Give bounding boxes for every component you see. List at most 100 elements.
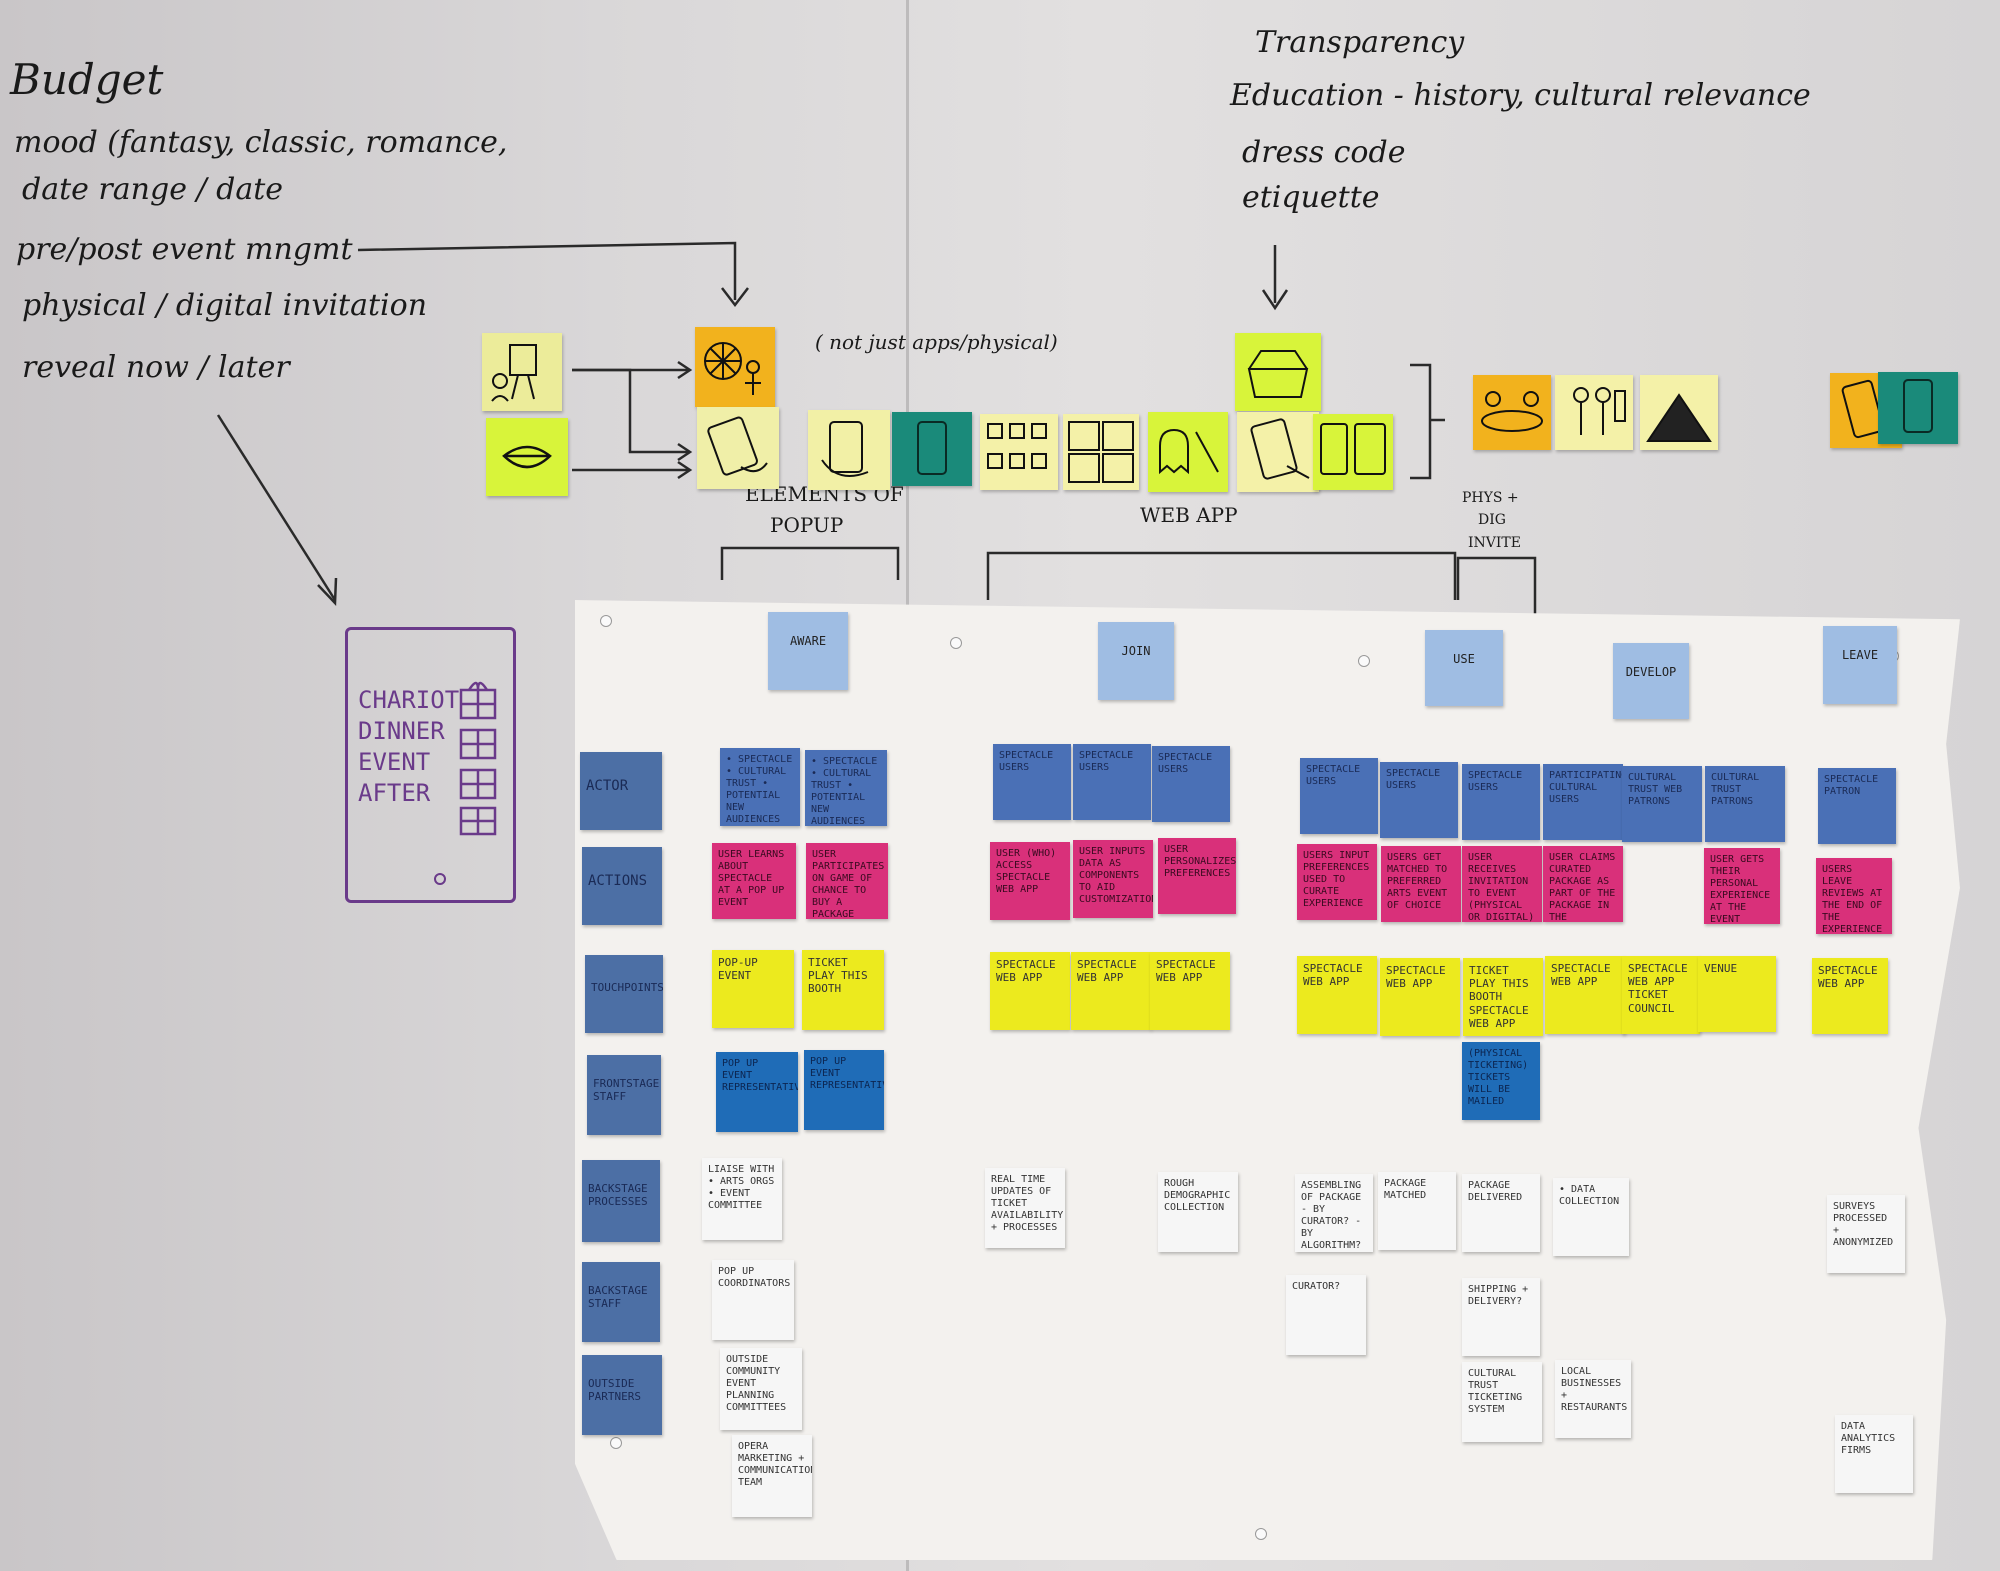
sketch-note-couple	[1555, 375, 1633, 450]
actor-note: CULTURAL TRUST PATRONS	[1705, 766, 1785, 842]
sketch-note-phones-pair	[1313, 414, 1393, 490]
touchpoint-note: SPECTACLE WEB APP	[1150, 952, 1230, 1030]
note-etiquette: etiquette	[1242, 180, 1380, 215]
frontstage-note: POP UP EVENT REPRESENTATIVE	[716, 1052, 798, 1132]
row-label-touchpoints: TOUCHPOINTS	[585, 955, 663, 1033]
push-pin	[1358, 655, 1370, 667]
phase-join: JOIN	[1098, 622, 1174, 700]
note-invitation: physical / digital invitation	[22, 288, 428, 323]
outside-partner-note: OPERA MARKETING + COMMUNICATION TEAM	[732, 1435, 812, 1517]
label-dig: DIG	[1478, 512, 1506, 528]
phase-develop: DEVELOP	[1613, 643, 1689, 719]
touchpoint-note: SPECTACLE WEB APP	[1071, 952, 1151, 1030]
phase-aware: AWARE	[768, 612, 848, 690]
phones-sketch-icon	[1320, 423, 1386, 475]
phone-sketch-text-4: AFTER	[358, 779, 431, 807]
sketch-note-phone-hand-1	[697, 407, 779, 489]
row-label-backstage-processes: BACKSTAGE PROCESSES	[582, 1160, 660, 1242]
row-label-actions: ACTIONS	[582, 847, 662, 925]
backstage-process-note: ROUGH DEMOGRAPHIC COLLECTION	[1158, 1172, 1238, 1252]
phase-use: USE	[1425, 630, 1503, 706]
sketch-note-lips	[486, 418, 568, 496]
touchpoint-note: SPECTACLE WEB APP	[1380, 958, 1460, 1036]
touchpoint-note: SPECTACLE WEB APP	[1545, 956, 1625, 1034]
actor-note: SPECTACLE USERS	[993, 744, 1071, 820]
backstage-process-note: LIAISE WITH • ARTS ORGS • EVENT COMMITTE…	[702, 1158, 782, 1240]
row-label-outside-partners: OUTSIDE PARTNERS	[582, 1355, 662, 1435]
phase-leave: LEAVE	[1823, 626, 1897, 704]
note-education: Education - history, cultural relevance	[1230, 78, 1811, 113]
row-label-backstage-staff: BACKSTAGE STAFF	[582, 1262, 660, 1342]
push-pin	[600, 615, 612, 627]
push-pin	[950, 637, 962, 649]
sketch-note-ghost	[1148, 412, 1228, 492]
phone-outline-sketch	[345, 627, 516, 903]
easel-sketch-icon	[491, 344, 537, 402]
touchpoint-note: VENUE	[1698, 956, 1776, 1032]
backstage-staff-note: CURATOR?	[1286, 1275, 1366, 1355]
sketch-note-box	[1235, 333, 1321, 411]
note-date-range: date range / date	[22, 172, 284, 207]
actor-note: SPECTACLE USERS	[1152, 746, 1230, 822]
phone-hand-sketch-icon	[707, 416, 768, 476]
outside-partner-note: LOCAL BUSINESSES + RESTAURANTS	[1555, 1360, 1631, 1438]
push-pin	[610, 1437, 622, 1449]
icons-grid-sketch-icon	[987, 423, 1047, 469]
lips-sketch-icon	[502, 445, 552, 469]
gift-boxes-sketch-icon	[459, 681, 497, 836]
label-phys: PHYS +	[1462, 490, 1519, 506]
sketch-note-phone-teal	[892, 412, 972, 486]
sketch-note-easel	[482, 333, 562, 411]
action-note: USER PERSONALIZES PREFERENCES	[1158, 838, 1236, 914]
phone-sketch-text-3: EVENT	[358, 748, 431, 776]
phone-sketch-text-2: DINNER	[358, 717, 445, 745]
outside-partner-note: CULTURAL TRUST TICKETING SYSTEM	[1462, 1362, 1542, 1442]
sketch-note-wheel	[695, 327, 775, 407]
actor-note: SPECTACLE USERS	[1462, 764, 1540, 840]
couple-sketch-icon	[1573, 387, 1626, 435]
backstage-process-note: • DATA COLLECTION	[1553, 1178, 1629, 1256]
action-note: USER PARTICIPATES ON GAME OF CHANCE TO B…	[806, 843, 888, 919]
mountain-sketch-icon	[1646, 393, 1712, 442]
backstage-process-note: PACKAGE DELIVERED	[1462, 1174, 1540, 1252]
phone-hand-sketch-icon	[821, 421, 869, 477]
touchpoint-note: POP-UP EVENT	[712, 950, 794, 1028]
sketch-note-phone-teal-2	[1878, 372, 1958, 444]
label-popup: POPUP	[770, 513, 844, 537]
phone-sketch-text-1: CHARIOT	[358, 686, 460, 714]
touchpoint-note: TICKET PLAY THIS BOOTH	[802, 950, 884, 1030]
sketch-note-mountain	[1640, 375, 1718, 450]
sketch-note-phone-hand-2	[808, 410, 890, 490]
frontstage-note: (PHYSICAL TICKETING) TICKETS WILL BE MAI…	[1462, 1042, 1540, 1120]
dinner-sketch-icon	[1481, 391, 1543, 432]
touchpoint-note: SPECTACLE WEB APP	[1812, 958, 1888, 1034]
action-note: USERS LEAVE REVIEWS AT THE END OF THE EX…	[1816, 858, 1892, 934]
sketch-note-icons-grid-1	[980, 414, 1058, 490]
actor-note: SPECTACLE USERS	[1073, 744, 1151, 820]
sketch-note-dinner	[1473, 375, 1551, 450]
backstage-process-note: PACKAGE MATCHED	[1378, 1172, 1456, 1250]
backstage-process-note: SURVEYS PROCESSED + ANONYMIZED	[1827, 1195, 1905, 1273]
ghost-sketch-icon	[1159, 428, 1219, 475]
push-pin	[1255, 1528, 1267, 1540]
action-note: USER GETS THEIR PERSONAL EXPERIENCE AT T…	[1704, 848, 1780, 924]
label-web-app: WEB APP	[1140, 503, 1238, 527]
box-sketch-icon	[1247, 350, 1309, 398]
actor-note: • SPECTACLE • CULTURAL TRUST • POTENTIAL…	[720, 748, 800, 826]
action-note: USER CLAIMS CURATED PACKAGE AS PART OF T…	[1543, 846, 1623, 922]
backstage-process-note: REAL TIME UPDATES OF TICKET AVAILABILITY…	[985, 1168, 1065, 1248]
note-budget: Budget	[10, 55, 164, 104]
actor-note: SPECTACLE USERS	[1300, 758, 1378, 834]
phone-sketch-icon	[917, 421, 947, 475]
note-dress-code: dress code	[1242, 135, 1406, 170]
sketch-note-phone-pointing	[1237, 412, 1319, 492]
icons-grid-sketch-icon	[1068, 421, 1134, 483]
backstage-staff-note: POP UP COORDINATORS	[712, 1260, 794, 1340]
outside-partner-note: DATA ANALYTICS FIRMS	[1835, 1415, 1913, 1493]
row-label-frontstage-staff: FRONTSTAGE STAFF	[587, 1055, 661, 1135]
wheel-sketch-icon	[704, 342, 761, 395]
action-note: USER INPUTS DATA AS COMPONENTS TO AID CU…	[1073, 840, 1153, 918]
backstage-staff-note: SHIPPING + DELIVERY?	[1462, 1278, 1540, 1356]
note-reveal: reveal now / later	[22, 350, 290, 385]
row-label-actor: ACTOR	[580, 752, 662, 830]
